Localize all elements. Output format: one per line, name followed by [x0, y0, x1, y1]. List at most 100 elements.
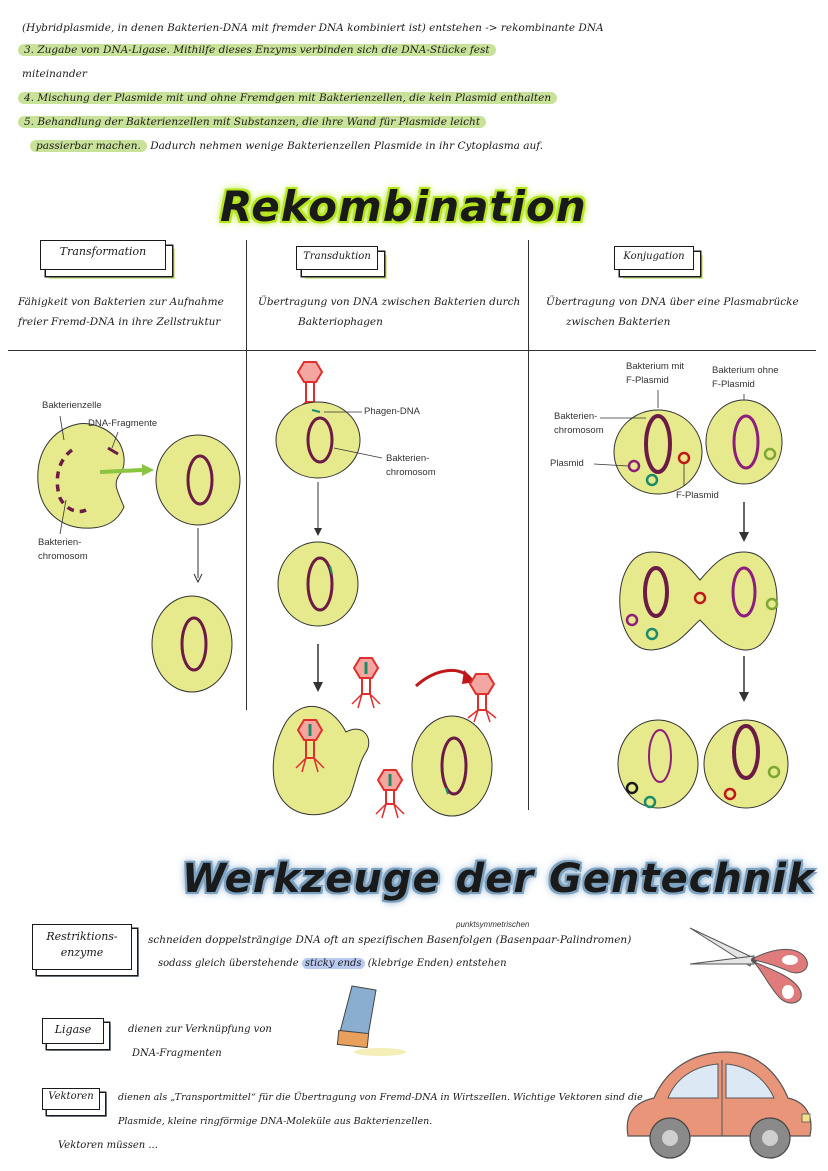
- konjugation-result-right-plasmid-olive: [767, 765, 781, 779]
- phagen-dna-mark: [311, 409, 321, 413]
- transduktion-bacterium-lysing: [272, 706, 370, 816]
- konjugation-bridge-plasmid-green: [645, 627, 659, 641]
- car-icon: [626, 1051, 812, 1159]
- transduktion-bacterium-recipient: [411, 715, 493, 817]
- label-transduktion-chromosom-1: Bakterien-: [386, 453, 430, 464]
- konjugation-arrowhead-1: [739, 532, 749, 542]
- transformation-desc-1: Fähigkeit von Bakterien zur Aufnahme: [18, 296, 224, 308]
- konjugation-bridge: [619, 551, 778, 651]
- phage-icon-2: [295, 719, 325, 773]
- transduktion-arrowhead-1: [314, 528, 322, 536]
- note-line-3: miteinander: [22, 68, 87, 80]
- label-fplasmid: F-Plasmid: [676, 490, 719, 501]
- restriktion-text-1: schneiden doppelsträngige DNA oft an spe…: [148, 934, 632, 946]
- konjugation-result-left-plasmid-green: [643, 795, 657, 809]
- heading-transformation: Transformation: [40, 240, 166, 270]
- label-line-plasmid: [593, 463, 629, 467]
- heading-konjugation: Konjugation: [614, 246, 694, 270]
- transformation-bacterium-2: [155, 434, 241, 526]
- transformation-chromosome-2: [186, 454, 214, 506]
- konjugation-desc-1: Übertragung von DNA über eine Plasmabrüc…: [546, 296, 799, 308]
- note-line-5: 5. Behandlung der Bakterienzellen mit Su…: [18, 116, 487, 128]
- vektoren-text-1: dienen als „Transportmittel“ für die Übe…: [118, 1092, 643, 1103]
- konjugation-plasmid-purple: [627, 459, 641, 473]
- note-line-4-text: 4. Mischung der Plasmide mit und ohne Fr…: [18, 92, 558, 104]
- label-bakterienzelle: Bakterienzelle: [42, 400, 102, 411]
- transduktion-bacterium-2: [277, 541, 359, 627]
- restriktion-box: Restriktions- enzyme: [32, 924, 132, 970]
- restriktion-note: punktsymmetrischen: [456, 920, 530, 929]
- note-line-6a-text: passierbar machen.: [30, 140, 147, 152]
- konjugation-desc-2: zwischen Bakterien: [566, 316, 671, 328]
- konjugation-diagram: [593, 390, 789, 809]
- konjugation-fplasmid-red: [677, 451, 691, 465]
- row-divider: [8, 350, 816, 351]
- transformation-bacterium-1: [37, 423, 125, 529]
- heading-transduktion: Transduktion: [296, 246, 378, 270]
- transduktion-desc-1: Übertragung von DNA zwischen Bakterien d…: [258, 296, 521, 308]
- note-line-2: 3. Zugabe von DNA-Ligase. Mithilfe diese…: [18, 44, 496, 56]
- transformation-bacterium-3: [151, 595, 233, 693]
- ligase-box: Ligase: [42, 1018, 104, 1044]
- konjugation-chromosome-bridge-right: [731, 566, 757, 618]
- konjugation-plasmid-green: [645, 473, 659, 487]
- label-line-transduktion-chromosom: [333, 447, 383, 459]
- label-bakterium-mit: Bakterium mit F-Plasmid: [626, 360, 684, 388]
- note-line-6: passierbar machen. Dadurch nehmen wenige…: [30, 140, 543, 152]
- sticky-ends-highlight: sticky ends: [301, 958, 365, 969]
- ligase-text-1: dienen zur Verknüpfung von: [128, 1024, 272, 1035]
- transduktion-chromosome-recipient: [440, 736, 468, 796]
- transduktion-dna-mark-recipient: [445, 787, 449, 795]
- label-bakterium-mit-1: Bakterium mit: [626, 361, 685, 372]
- label-transformation-chromosom: Bakterien- chromosom: [38, 536, 88, 564]
- transduktion-arrowhead-2: [313, 682, 323, 692]
- label-konjugation-chromosom: Bakterien- chromosom: [554, 410, 604, 438]
- phage-icon-5: [467, 673, 497, 723]
- label-konjugation-chromosom-1: Bakterien-: [554, 411, 598, 422]
- transformation-arrow: [99, 468, 143, 474]
- label-transduktion-chromosom: Bakterien- chromosom: [386, 452, 436, 480]
- glue-icon: [336, 985, 406, 1056]
- column-divider-1: [246, 240, 247, 710]
- konjugation-bacterium-recipient: [705, 399, 783, 485]
- konjugation-result-left-plasmid-black: [625, 781, 639, 795]
- phage-icon-3: [351, 657, 381, 709]
- konjugation-result-left-chromosome: [648, 729, 672, 783]
- note-line-4: 4. Mischung der Plasmide mit und ohne Fr…: [18, 92, 558, 104]
- konjugation-chromosome-donor: [644, 414, 672, 474]
- note-line-5-text: 5. Behandlung der Bakterienzellen mit Su…: [18, 116, 487, 128]
- konjugation-bridge-fplasmid: [693, 591, 707, 605]
- transformation-chromosome-3: [180, 616, 208, 672]
- vektoren-box: Vektoren: [42, 1088, 100, 1110]
- label-konjugation-chromosom-2: chromosom: [554, 425, 604, 436]
- transduktion-desc-2: Bakteriophagen: [298, 316, 383, 328]
- vektoren-text-2: Plasmide, kleine ringförmige DNA-Molekül…: [118, 1116, 433, 1127]
- konjugation-bacterium-donor: [613, 409, 703, 495]
- label-bakterium-ohne-1: Bakterium ohne: [712, 365, 779, 376]
- transduktion-dna-mark-2: [329, 565, 333, 575]
- restriktion-text-2a: sodass gleich überstehende: [158, 958, 299, 969]
- konjugation-result-right-chromosome: [732, 724, 760, 780]
- label-bakterium-ohne: Bakterium ohne F-Plasmid: [712, 364, 779, 392]
- label-bakterium-ohne-2: F-Plasmid: [712, 379, 755, 390]
- label-dna-fragmente: DNA-Fragmente: [88, 418, 158, 429]
- konjugation-plasmid-olive: [763, 447, 777, 461]
- label-transformation-chromosom-1: Bakterien-: [38, 537, 82, 548]
- transduktion-bacterium-1: [275, 401, 361, 479]
- label-phagen-dna: Phagen-DNA: [364, 406, 420, 417]
- rekombination-title: Rekombination: [220, 182, 587, 231]
- transduktion-chromosome-1: [306, 416, 334, 464]
- transduktion-chromosome-2: [306, 556, 334, 612]
- column-divider-2: [528, 240, 529, 810]
- konjugation-result-right-fplasmid: [723, 787, 737, 801]
- transformation-description: Fähigkeit von Bakterien zur Aufnahme fre…: [18, 292, 224, 332]
- restriktion-text-2: sodass gleich überstehende sticky ends (…: [158, 958, 507, 969]
- label-line-dna: [111, 431, 119, 449]
- note-line-6b-text: Dadurch nehmen wenige Bakterienzellen Pl…: [150, 140, 544, 152]
- restriktion-box-line-1: Restriktions-: [46, 930, 118, 943]
- konjugation-bridge-plasmid-olive: [765, 597, 779, 611]
- transduktion-description: Übertragung von DNA zwischen Bakterien d…: [258, 292, 526, 332]
- vektoren-text-3: Vektoren müssen ...: [58, 1140, 158, 1151]
- phage-icon-4: [375, 769, 405, 819]
- restriktion-box-line-2: enzyme: [60, 946, 104, 959]
